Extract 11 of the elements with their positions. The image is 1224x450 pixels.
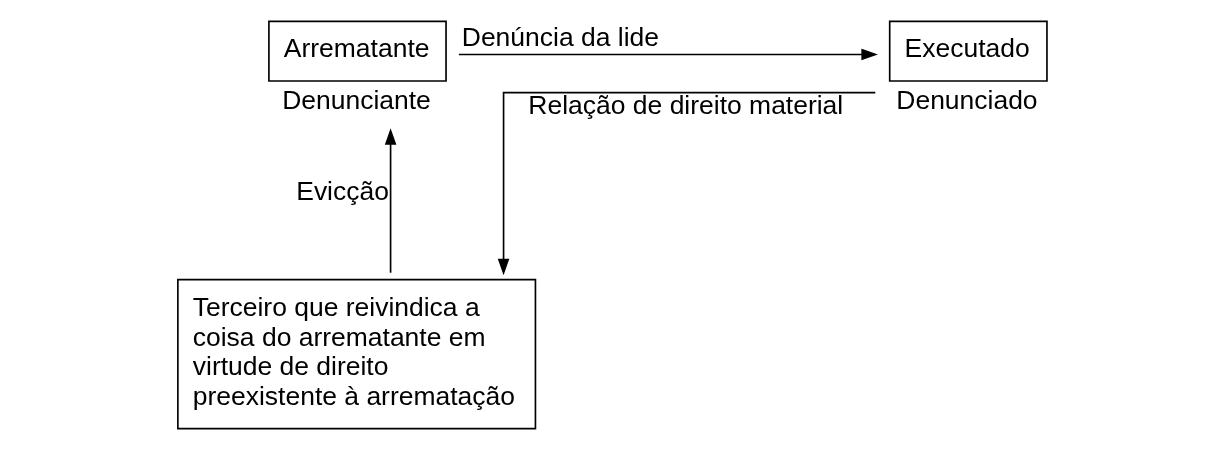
node-label: Denunciado xyxy=(896,84,1038,115)
arrow xyxy=(458,48,878,61)
edge-label: Evicção xyxy=(296,175,389,206)
node-box: Arrematante xyxy=(268,20,447,82)
edge-label: Denúncia da lide xyxy=(461,21,659,52)
arrow xyxy=(384,128,397,274)
edge-label: Relação de direito material xyxy=(528,89,844,120)
node-box: Terceiro que reivindica a coisa do arrematante em virtude de direito preexistente à arrematação xyxy=(177,278,537,430)
arrow xyxy=(497,91,877,276)
node-box: Executado xyxy=(888,20,1048,82)
node-label: Denunciante xyxy=(282,84,431,115)
